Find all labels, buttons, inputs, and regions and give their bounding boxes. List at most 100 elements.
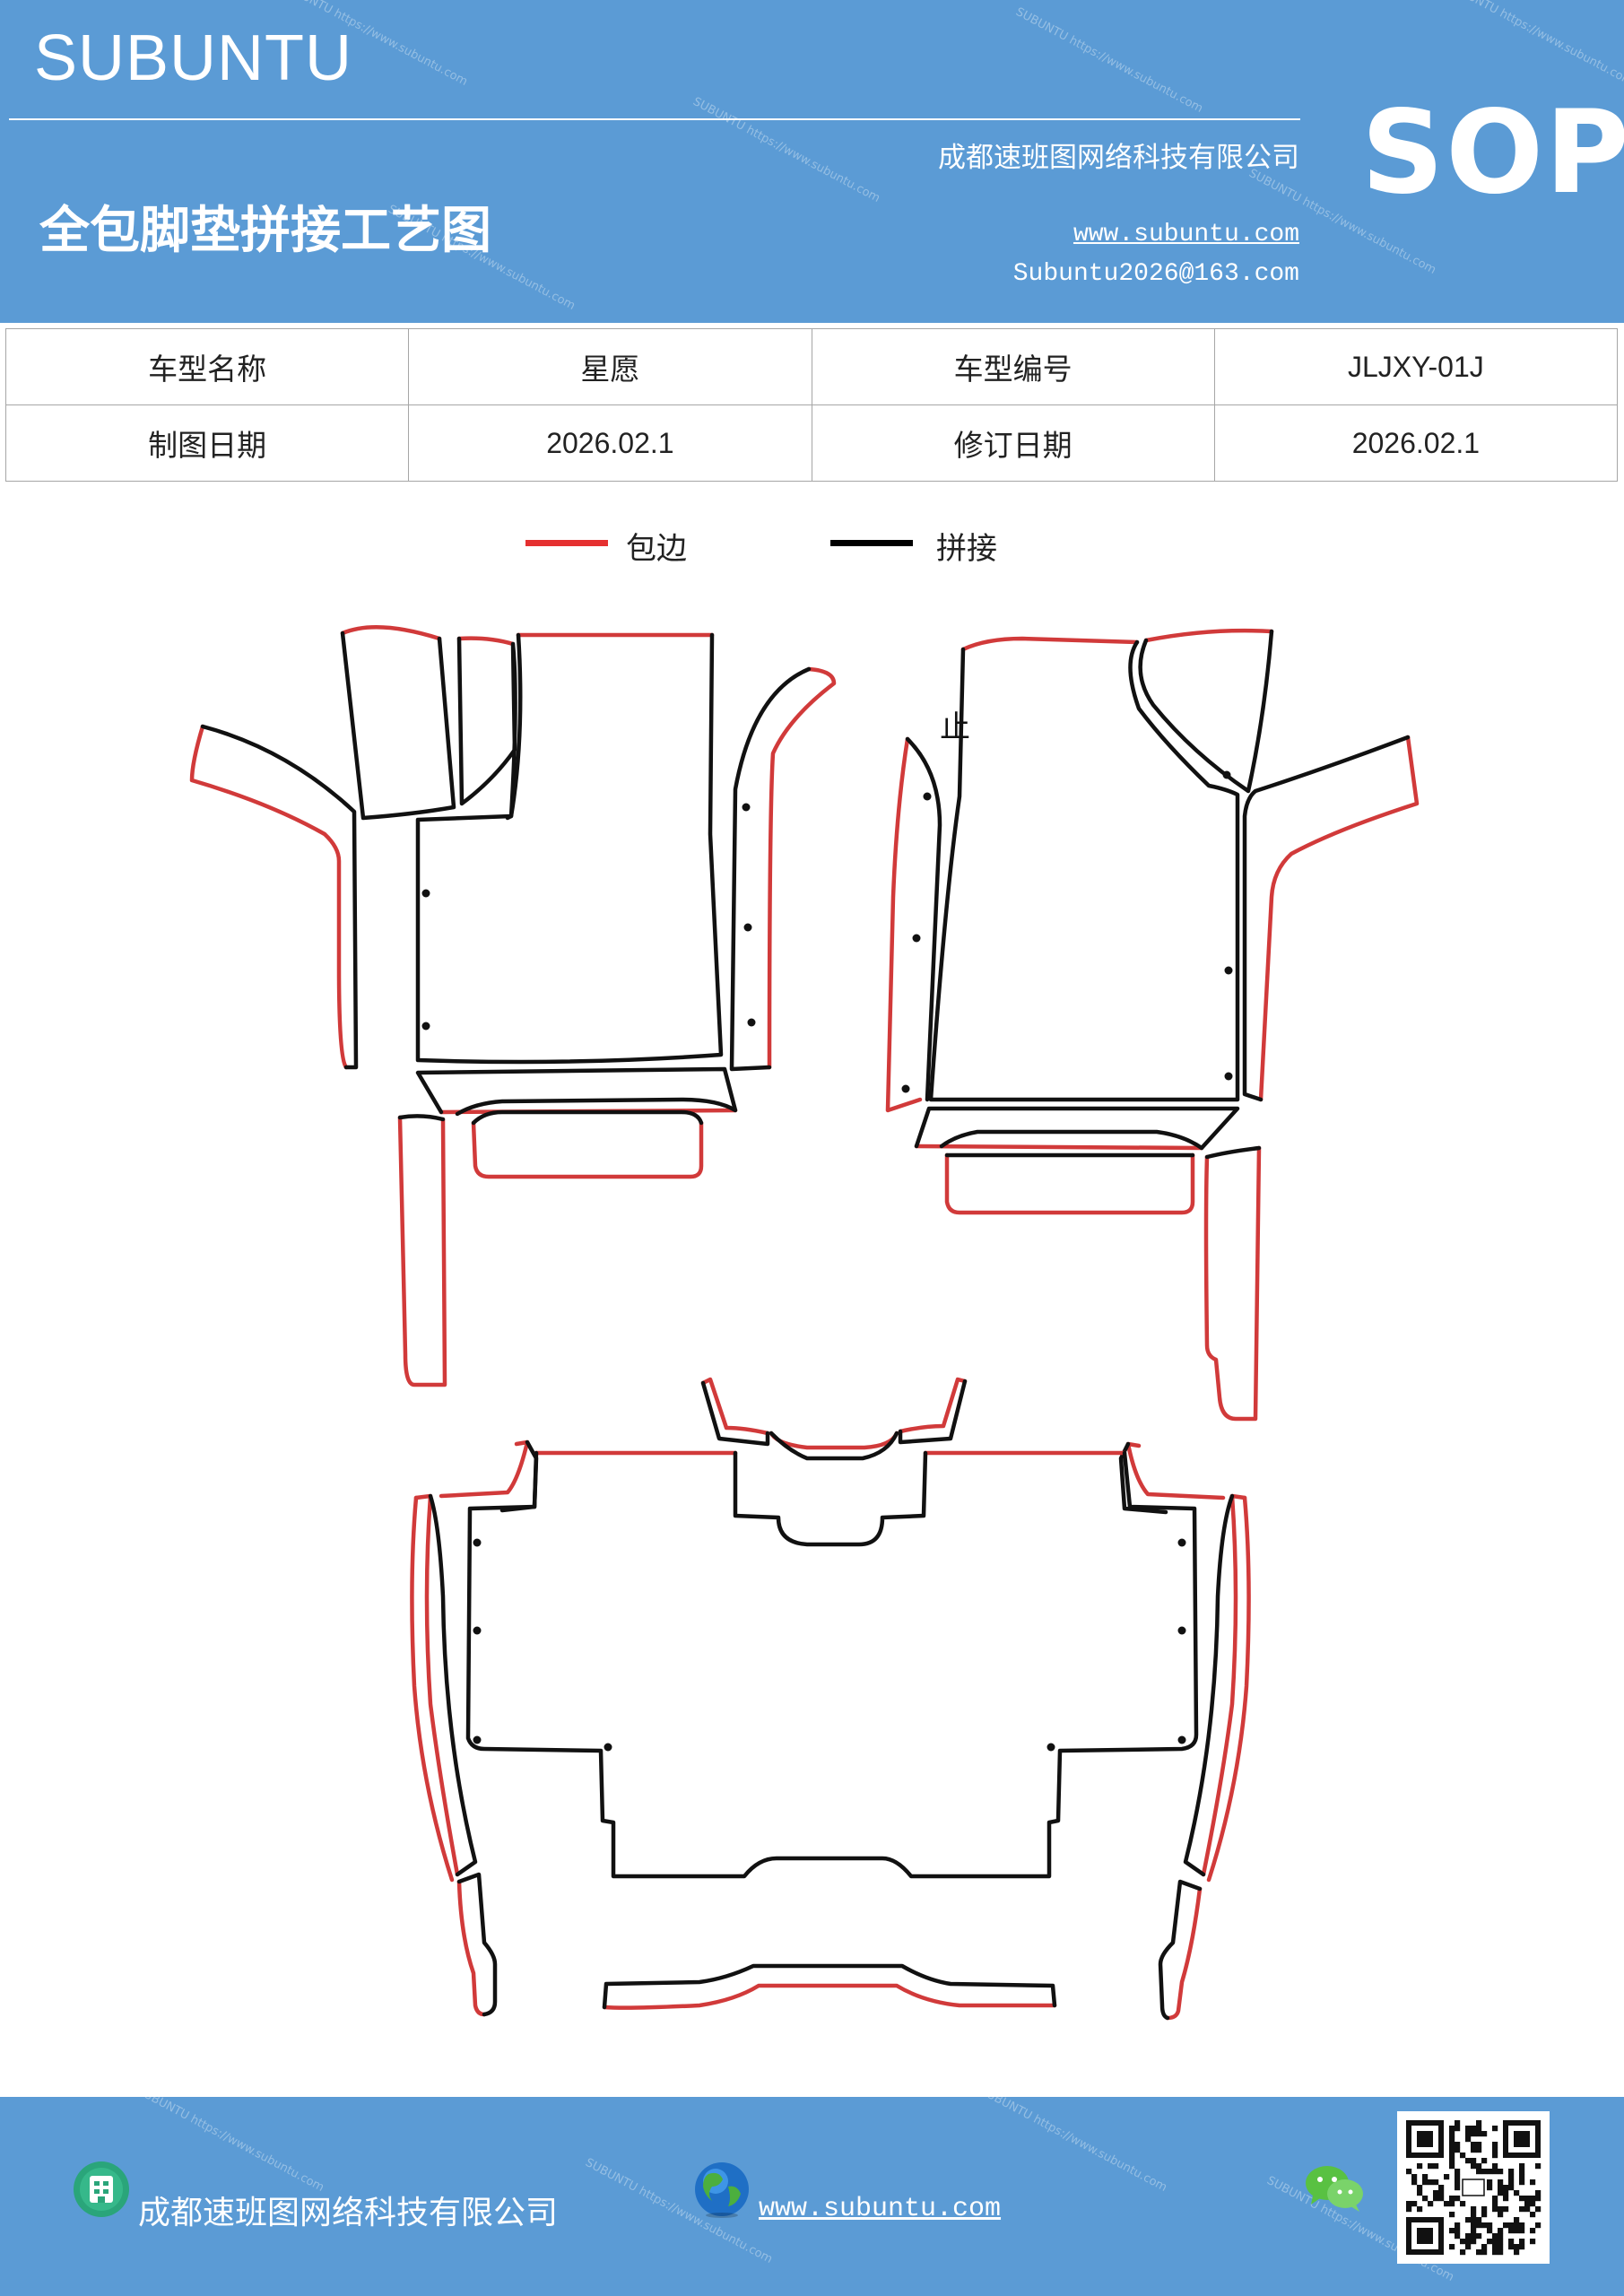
- anchor-dot: [1177, 1735, 1186, 1744]
- revision-date-label: 修订日期: [811, 404, 1215, 482]
- main-mat-top-edge: [960, 636, 1140, 652]
- left-tab-seam: [700, 1380, 770, 1447]
- triangle-piece-seam: [1138, 629, 1274, 794]
- main-mat-seam: [415, 632, 724, 1065]
- rear-mat-seam: [465, 1450, 1199, 1879]
- left-lower-pad-seam: [456, 1872, 498, 2017]
- legend-seam-label: 拼接: [936, 531, 997, 567]
- bottom-long-strip-edge: [602, 1983, 1057, 2010]
- model-code-label: 车型编号: [811, 328, 1215, 405]
- table-row: 制图日期 2026.02.1 修订日期 2026.02.1: [4, 404, 1619, 482]
- vehicle-info-table: 车型名称 星愿 车型编号 JLJXY-01J 制图日期 2026.02.1 修订…: [4, 328, 1619, 482]
- right-side-strip-outer-edge: [1206, 1495, 1251, 1883]
- bottom-long-strip-seam: [602, 1963, 1057, 2010]
- rear-mat-group: [410, 1377, 1251, 2021]
- lower-tray-edge: [471, 1120, 704, 1179]
- left-tab-edge: [700, 1377, 770, 1436]
- anchor-dot: [421, 889, 430, 898]
- building-icon: [74, 2161, 129, 2217]
- contact-email[interactable]: Subuntu2026@163.com: [1012, 260, 1299, 288]
- legend-seam-swatch: [830, 540, 913, 546]
- long-strip-edge: [1203, 1145, 1262, 1422]
- middle-strip-seam: [456, 636, 517, 821]
- header-banner: SUBUNTU https://www.subuntu.com SUBUNTU …: [0, 0, 1624, 323]
- model-code-value: JLJXY-01J: [1213, 328, 1619, 405]
- anchor-dot: [1224, 1072, 1233, 1081]
- floor-mat-pattern-diagram: 止: [189, 625, 1420, 2021]
- left-corner-edge: [439, 1439, 530, 1499]
- right-slim-piece-seam: [729, 666, 812, 1072]
- draw-date-label: 制图日期: [4, 404, 410, 482]
- left-slim-piece-seam: [905, 736, 942, 1102]
- right-side-strip-edge: [1201, 1493, 1247, 1877]
- anchor-dot: [1224, 966, 1233, 975]
- model-name-label: 车型名称: [4, 328, 410, 405]
- long-strip-seam: [397, 1114, 446, 1122]
- hump-edge: [769, 1431, 899, 1450]
- website-link[interactable]: www.subuntu.com: [1073, 221, 1299, 248]
- right-corner-edge: [1125, 1441, 1226, 1500]
- legend-seam: 拼接: [830, 524, 1099, 569]
- footer-banner: SUBUNTU https://www.subuntu.com SUBUNTU …: [0, 2097, 1624, 2296]
- bottom-strip-seam: [914, 1106, 1240, 1151]
- anchor-dot: [473, 1538, 482, 1547]
- front-left-mat-group: [189, 625, 837, 1387]
- upper-tall-piece-edge: [340, 625, 442, 641]
- left-side-strip-edge: [413, 1493, 460, 1877]
- upper-tall-piece-seam: [340, 631, 456, 821]
- anchor-dot: [747, 1018, 756, 1027]
- right-wing-edge: [1258, 735, 1420, 1102]
- left-corner-seam: [499, 1439, 539, 1513]
- anchor-dot: [1046, 1743, 1055, 1752]
- wechat-icon[interactable]: [1304, 2161, 1367, 2215]
- hump-seam: [769, 1431, 899, 1461]
- footer-company-name: 成都速班图网络科技有限公司: [138, 2195, 559, 2231]
- anchor-dot: [923, 792, 932, 801]
- legend-edging-label: 包边: [626, 531, 687, 567]
- right-wing-seam: [1242, 735, 1411, 1102]
- anchor-dot: [1177, 1626, 1186, 1635]
- footer-website-link[interactable]: www.subuntu.com: [759, 2194, 1002, 2224]
- middle-strip-edge: [456, 636, 516, 647]
- table-row: 车型名称 星愿 车型编号 JLJXY-01J: [4, 328, 1619, 405]
- anchor-dot: [912, 934, 921, 943]
- legend-edging-swatch: [525, 540, 608, 546]
- draw-date-value: 2026.02.1: [408, 404, 812, 482]
- sop-badge: SOP: [1361, 86, 1624, 220]
- model-name-value: 星愿: [408, 328, 812, 405]
- right-lower-pad-edge: [1165, 1886, 1203, 2021]
- brand-name: SUBUNTU: [34, 22, 353, 94]
- company-name: 成都速班图网络科技有限公司: [938, 142, 1299, 174]
- header-divider: [9, 118, 1300, 120]
- qr-code[interactable]: [1397, 2111, 1550, 2264]
- left-lower-pad-edge: [456, 1879, 487, 2017]
- left-wing-edge: [189, 724, 349, 1070]
- left-slim-piece-edge: [885, 736, 923, 1113]
- main-mat-seam: [928, 639, 1240, 1102]
- right-slim-piece-edge: [767, 666, 837, 1070]
- anchor-dot: [473, 1735, 482, 1744]
- anchor-dot: [901, 1084, 910, 1093]
- left-wing-seam: [200, 724, 359, 1070]
- right-tab-edge: [898, 1377, 968, 1434]
- anchor-dot: [743, 923, 752, 932]
- anchor-dot: [1177, 1538, 1186, 1547]
- revision-date-value: 2026.02.1: [1213, 404, 1619, 482]
- right-tab-seam: [898, 1378, 968, 1445]
- anchor-dot: [421, 1022, 430, 1031]
- anchor-dot: [473, 1626, 482, 1635]
- document-title: 全包脚垫拼接工艺图: [39, 201, 491, 260]
- long-strip-seam: [1204, 1145, 1262, 1160]
- left-side-strip-outer-edge: [410, 1495, 455, 1883]
- long-strip-edge: [397, 1115, 447, 1387]
- anchor-dot: [604, 1743, 612, 1752]
- bottom-strip-edge: [914, 1144, 1204, 1151]
- stop-mark: 止: [940, 709, 970, 745]
- globe-icon: [695, 2162, 749, 2218]
- right-side-strip-seam: [1183, 1493, 1235, 1877]
- right-lower-pad-seam: [1158, 1879, 1203, 2021]
- triangle-piece-edge: [1143, 628, 1274, 643]
- rear-mat-tunnel-seam: [733, 1450, 928, 1547]
- anchor-dot: [742, 803, 751, 812]
- qr-code-image: [1406, 2120, 1541, 2256]
